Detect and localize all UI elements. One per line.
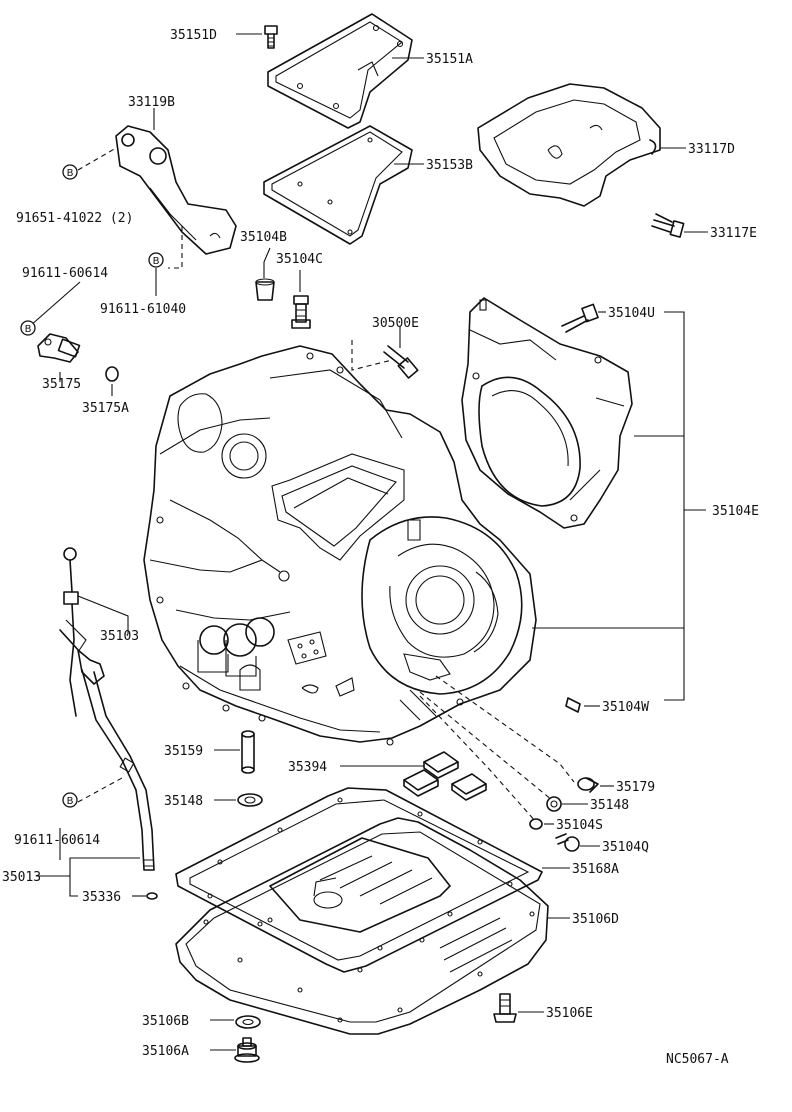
- gasket-35153b[interactable]: [263, 125, 413, 245]
- dipstick-tube-35013[interactable]: [77, 649, 155, 871]
- label-35106a: 35106A: [142, 1044, 189, 1059]
- label-35148-right: 35148: [590, 798, 629, 813]
- label-91611-60614-top: 91611-60614: [22, 266, 108, 281]
- label-35151a: 35151A: [426, 52, 473, 67]
- bolt-35151d-icon[interactable]: [264, 25, 278, 49]
- plug-35104w-icon[interactable]: [565, 697, 581, 713]
- o-ring-35175a-icon[interactable]: [105, 366, 119, 382]
- label-30500e: 30500E: [372, 316, 419, 331]
- plug-35104b-icon[interactable]: [255, 278, 275, 301]
- label-35175a: 35175A: [82, 401, 129, 416]
- label-35013: 35013: [2, 870, 41, 885]
- label-35104s: 35104S: [556, 818, 603, 833]
- oil-pan-35106d[interactable]: [175, 817, 549, 1035]
- label-35104w: 35104W: [602, 700, 649, 715]
- label-91651-41022: 91651-41022 (2): [16, 211, 133, 226]
- label-35168a: 35168A: [572, 862, 619, 877]
- label-35106e: 35106E: [546, 1006, 593, 1021]
- label-35103: 35103: [100, 629, 139, 644]
- cover-33117d[interactable]: [477, 83, 661, 207]
- label-35104c: 35104C: [276, 252, 323, 267]
- label-35336: 35336: [82, 890, 121, 905]
- label-35104e: 35104E: [712, 504, 759, 519]
- valve-body-cover-35151a[interactable]: [267, 13, 413, 129]
- pipe-35159-icon[interactable]: [241, 730, 255, 774]
- drain-plug-35106a-icon[interactable]: [234, 1037, 260, 1063]
- bolt-35104u-icon[interactable]: [561, 303, 599, 333]
- plug-35179-icon[interactable]: [577, 777, 599, 793]
- label-35394: 35394: [288, 760, 327, 775]
- label-35104u: 35104U: [608, 306, 655, 321]
- label-33117e: 33117E: [710, 226, 757, 241]
- label-35179: 35179: [616, 780, 655, 795]
- plug-35104q-icon[interactable]: [555, 833, 580, 852]
- label-35106b: 35106B: [142, 1014, 189, 1029]
- bracket-33119b[interactable]: [115, 125, 237, 255]
- label-91611-60614-bottom: 91611-60614: [14, 833, 100, 848]
- callout-b-icon: B: [148, 252, 164, 268]
- label-35151d: 35151D: [170, 28, 217, 43]
- svg-text:B: B: [153, 256, 160, 267]
- svg-text:B: B: [67, 796, 74, 807]
- converter-housing-35104u[interactable]: [461, 297, 633, 529]
- svg-text:B: B: [67, 168, 74, 179]
- transaxle-case-main[interactable]: [143, 345, 537, 746]
- callout-b-icon: B: [62, 164, 78, 180]
- callout-b-icon: B: [62, 792, 78, 808]
- label-35159: 35159: [164, 744, 203, 759]
- label-35104b: 35104B: [240, 230, 287, 245]
- svg-text:B: B: [25, 324, 32, 335]
- bolt-35106e-icon[interactable]: [493, 993, 517, 1023]
- washer-35148-icon[interactable]: [237, 793, 263, 807]
- label-91611-61040: 91611-61040: [100, 302, 186, 317]
- bolt-30500e-icon[interactable]: [383, 345, 419, 379]
- label-33117d: 33117D: [688, 142, 735, 157]
- strainer-pads-35394[interactable]: [403, 751, 487, 801]
- label-35104q: 35104Q: [602, 840, 649, 855]
- label-33119b: 33119B: [128, 95, 175, 110]
- label-35106d: 35106D: [572, 912, 619, 927]
- oil-pan-gasket-35168a[interactable]: [175, 787, 543, 973]
- o-ring-35336-icon[interactable]: [146, 892, 158, 900]
- label-35153b: 35153B: [426, 158, 473, 173]
- bolt-33117e-icon[interactable]: [651, 213, 685, 238]
- nut-35148-icon[interactable]: [546, 796, 562, 812]
- label-35175: 35175: [42, 377, 81, 392]
- gasket-35106b-icon[interactable]: [235, 1015, 261, 1029]
- speed-sensor-35175[interactable]: [37, 333, 81, 363]
- dipstick-35103[interactable]: [59, 547, 87, 717]
- label-35148-left: 35148: [164, 794, 203, 809]
- callout-b-icon: B: [20, 320, 36, 336]
- oil-strainer[interactable]: [269, 837, 451, 933]
- o-ring-35104s-icon[interactable]: [529, 818, 543, 830]
- bolt-35104c-icon[interactable]: [291, 295, 311, 329]
- diagram-reference-code: NC5067-A: [666, 1052, 729, 1067]
